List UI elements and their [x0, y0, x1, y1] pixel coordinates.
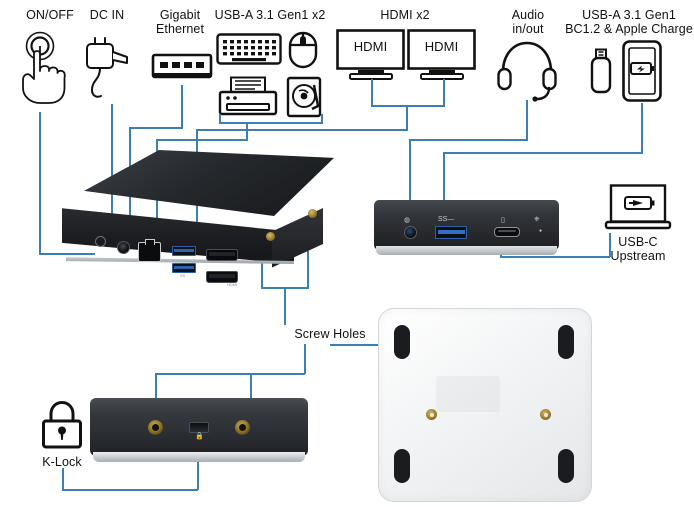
- hdmi-port-upper[interactable]: [206, 249, 238, 261]
- leader-line-klock-up: [197, 440, 199, 490]
- phone-charging-icon: [622, 40, 662, 102]
- power-button-port[interactable]: [95, 236, 106, 247]
- bottom-screw-hole-right: [540, 409, 551, 420]
- callout-label-usb-a-charge: USB-A 3.1 Gen1 BC1.2 & Apple Charge: [565, 8, 693, 36]
- dual-monitor-icon: HDMI HDMI: [336, 29, 476, 81]
- callout-label-usb-c-upstream: USB-C Upstream: [610, 235, 666, 263]
- screw-hole-side-front: [266, 232, 275, 241]
- power-adapter-icon: [83, 32, 139, 102]
- callout-label-screw-holes: Screw Holes: [294, 327, 366, 341]
- leader-line-screw-main-left-v: [261, 255, 263, 288]
- screw-hole-side-rear: [308, 209, 317, 218]
- leader-line-audio-h: [409, 139, 528, 141]
- rear-panel-base: [93, 452, 305, 462]
- leader-line-screw-rear-right: [250, 373, 252, 409]
- leader-line-audio-v2: [409, 139, 411, 221]
- leader-line-hdmi-right-tick: [443, 79, 445, 106]
- keyboard-icon: [216, 33, 282, 65]
- front-panel-body: [374, 200, 559, 250]
- printer-icon: [218, 76, 278, 116]
- callout-label-k-lock: K-Lock: [42, 455, 82, 469]
- rubber-foot-bottom-right: [558, 449, 574, 483]
- callout-label-on-off: ON/OFF: [26, 8, 74, 22]
- rj45-ethernet-port[interactable]: [138, 239, 161, 262]
- leader-line-klock-v: [62, 468, 64, 490]
- leader-line-screw-rear-h: [155, 373, 305, 375]
- leader-line-hdmi-bracket: [371, 105, 445, 107]
- bottom-surface: [378, 308, 592, 502]
- leader-line-klock-h: [62, 489, 198, 491]
- screw-hole-left: [148, 420, 163, 435]
- bottom-screw-hole-left: [426, 409, 437, 420]
- leader-line-usba-charge-v1: [641, 103, 643, 153]
- rubber-foot-bottom-left: [394, 449, 410, 483]
- usb-a-port-lower[interactable]: [172, 263, 196, 273]
- audio-jack-symbol: ◍: [404, 217, 411, 224]
- mouse-icon: [288, 31, 318, 69]
- leader-line-usbc-h: [500, 256, 610, 258]
- front-panel-base: [376, 246, 557, 255]
- bottom-label-plate: [436, 376, 500, 412]
- rubber-foot-top-right: [558, 325, 574, 359]
- leader-line-usba-charge-v2: [443, 152, 445, 221]
- leader-line-usbc-v-right: [609, 233, 611, 257]
- leader-line-usba-left-tick: [219, 114, 221, 123]
- hand-press-button-icon: [14, 30, 76, 106]
- rj45-port-icon: [151, 53, 213, 83]
- dock-base-trim: [66, 257, 294, 264]
- monitor-screen-label-1: HDMI: [353, 39, 388, 54]
- dc-in-jack-port[interactable]: [117, 241, 130, 254]
- audio-combo-jack-port[interactable]: [404, 226, 417, 239]
- dock-front-view: ◍ SS— ▯ ⎈ ●: [374, 200, 559, 266]
- callout-label-hdmi-x2: HDMI x2: [380, 8, 430, 22]
- leader-line-screw-rear-stem: [304, 344, 306, 374]
- k-lock-symbol: 🔒: [195, 433, 204, 440]
- leader-line-screw-rear-left: [155, 373, 157, 409]
- leader-line-ethernet-h: [129, 127, 183, 129]
- leader-line-screw-main-drop: [284, 287, 286, 325]
- leader-line-usba-charge-h: [443, 152, 643, 154]
- k-lock-slot[interactable]: [189, 422, 209, 433]
- padlock-icon: [40, 400, 84, 450]
- hdmi-port-lower[interactable]: [206, 271, 238, 283]
- leader-line-hdmi-left-tick: [371, 79, 373, 106]
- leader-line-ethernet-v1: [181, 85, 183, 128]
- superspeed-symbol: SS—: [438, 216, 455, 223]
- callout-label-usb-a-gen1-x2: USB-A 3.1 Gen1 x2: [214, 8, 326, 22]
- leader-line-screw-main-right-v: [307, 228, 309, 288]
- dock-top-surface: [84, 150, 334, 216]
- leader-line-hdmi-h: [196, 129, 408, 131]
- leader-line-on-off-h: [39, 253, 95, 255]
- laptop-charging-icon: [604, 184, 672, 232]
- screw-hole-right: [235, 420, 250, 435]
- callout-label-dc-in: DC IN: [89, 8, 125, 22]
- leader-line-usba-drop: [246, 122, 248, 140]
- leader-line-audio-v1: [526, 100, 528, 140]
- power-led-symbol: ⎈: [534, 216, 540, 223]
- leader-line-on-off-v: [39, 112, 41, 254]
- power-led-indicator: ●: [539, 228, 543, 234]
- hard-drive-icon: [286, 76, 322, 118]
- dock-rear-three-quarter-view: SS HDMI: [62, 150, 352, 290]
- rubber-foot-top-left: [394, 325, 410, 359]
- headset-icon: [497, 38, 557, 102]
- dock-rear-flat-view: 🔒: [90, 398, 308, 470]
- callout-label-audio: Audio in/out: [511, 8, 545, 36]
- usb-a-port-upper[interactable]: [172, 246, 196, 256]
- callout-label-gigabit-ethernet: Gigabit Ethernet: [155, 8, 205, 36]
- dock-bottom-view: [378, 308, 592, 502]
- hdmi-mark: HDMI: [227, 282, 238, 287]
- leader-line-usba-h: [156, 139, 248, 141]
- leader-line-usba-bracket: [219, 122, 323, 124]
- leader-line-hdmi-drop: [406, 105, 408, 130]
- usb-c-symbol: ▯: [501, 217, 505, 224]
- usb-a-fast-charge-port[interactable]: [435, 226, 467, 239]
- leader-line-screw-bottom-h1: [330, 344, 420, 346]
- leader-line-dc-in-v: [111, 104, 113, 244]
- monitor-screen-label-2: HDMI: [424, 39, 459, 54]
- usb-flash-drive-icon: [590, 48, 612, 94]
- leader-line-usba-right-tick: [321, 114, 323, 123]
- superspeed-mark: SS: [180, 273, 186, 278]
- usb-c-upstream-port[interactable]: [494, 227, 520, 237]
